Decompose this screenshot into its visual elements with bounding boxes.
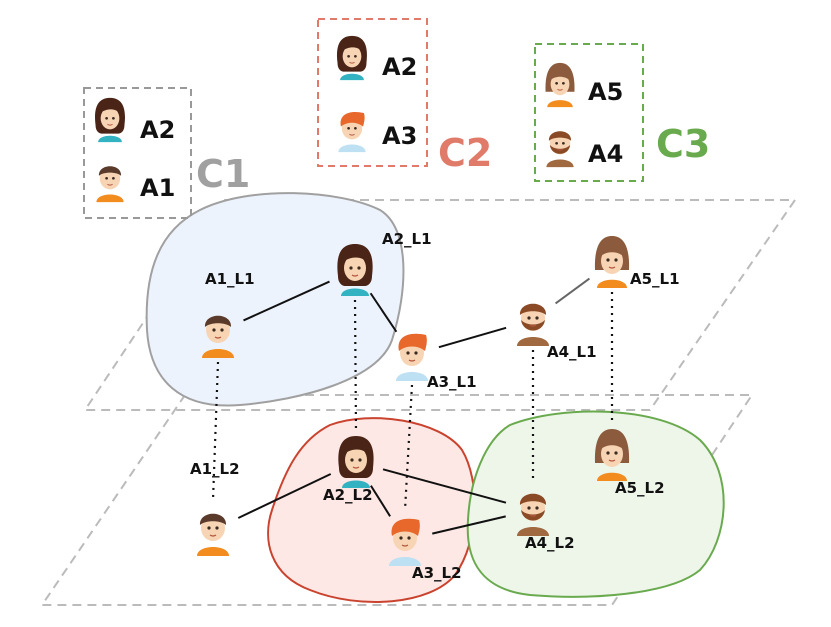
legend-c1-avatar-male-short-hair-icon: [96, 166, 124, 203]
interlayer-link-A2_L1-A2_L2: [353, 299, 358, 433]
cluster-name-c1: C1: [196, 152, 250, 196]
node-label-A2_L1: A2_L1: [382, 230, 432, 248]
node-label-A2_L2: A2_L2: [323, 486, 373, 504]
node-avatar-male-beard-icon: [517, 493, 549, 536]
edge-A2_L1-A3_L1: [369, 292, 398, 333]
legend-c3-avatar-female-bob-icon: [545, 62, 575, 108]
legend-c3-member-1: A5: [588, 78, 623, 106]
legend-c2-avatar-female-long-hair-icon: [337, 35, 367, 81]
legend-c1-member-2: A1: [140, 174, 175, 202]
node-avatar-male-short-hair-icon: [202, 315, 234, 358]
edge-A3_L1-A4_L1: [438, 326, 507, 349]
edge-A3_L2-A4_L2: [432, 515, 506, 535]
legend-c2-member-1: A2: [382, 53, 417, 81]
node-label-A5_L1: A5_L1: [630, 270, 680, 288]
node-avatar-male-short-hair-icon: [197, 513, 229, 556]
edge-A2_L2-A3_L2: [370, 485, 391, 517]
edge-A1_L1-A2_L1: [243, 280, 330, 322]
layer-plane-l1: [83, 199, 797, 411]
legend-c3-avatar-male-beard-icon: [546, 131, 574, 168]
node-avatar-male-ginger-icon: [389, 518, 421, 566]
node-label-A1_L1: A1_L1: [205, 270, 255, 288]
node-label-A5_L2: A5_L2: [615, 479, 665, 497]
community-blob-c1: [145, 192, 405, 407]
legend-c2-avatar-male-ginger-icon: [338, 111, 366, 153]
community-blob-c3: [466, 410, 725, 598]
layer-plane-l2: [40, 394, 754, 606]
node-label-A3_L1: A3_L1: [427, 373, 477, 391]
cluster-name-c2: C2: [438, 131, 492, 175]
edge-A1_L2-A2_L2: [237, 473, 332, 519]
node-avatar-female-bob-icon: [594, 236, 630, 288]
node-label-A1_L2: A1_L2: [190, 460, 240, 478]
node-avatar-female-long-hair-icon: [337, 244, 373, 296]
cluster-name-c3: C3: [656, 122, 710, 166]
node-avatar-male-ginger-icon: [396, 333, 428, 381]
legend-box-c3: [534, 43, 644, 182]
node-avatar-male-beard-icon: [517, 303, 549, 346]
legend-c2-member-2: A3: [382, 122, 417, 150]
edge-A4_L1-A5_L1: [554, 277, 591, 305]
node-label-A4_L2: A4_L2: [525, 534, 575, 552]
edge-A2_L2-A4_L2: [382, 468, 507, 504]
legend-box-c1: [83, 87, 192, 219]
legend-box-c2: [317, 18, 428, 167]
node-label-A4_L1: A4_L1: [547, 343, 597, 361]
legend-c1-member-1: A2: [140, 116, 175, 144]
node-avatar-female-bob-icon: [594, 429, 630, 481]
node-label-A3_L2: A3_L2: [412, 564, 462, 582]
community-blob-c2: [267, 417, 476, 603]
legend-c1-avatar-female-long-hair-icon: [95, 97, 125, 143]
legend-c3-member-2: A4: [588, 140, 623, 168]
node-avatar-female-long-hair-icon: [338, 436, 374, 488]
